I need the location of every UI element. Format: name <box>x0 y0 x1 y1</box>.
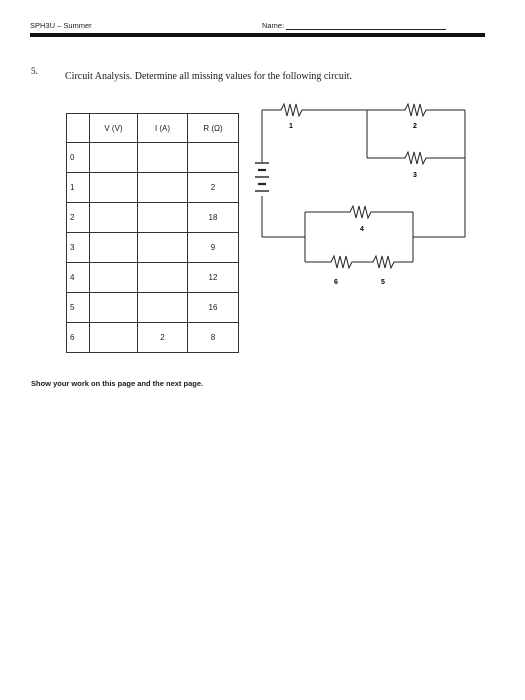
row-id-cell: 2 <box>66 202 90 233</box>
voltage-cell[interactable] <box>89 322 138 353</box>
current-cell[interactable]: 2 <box>137 322 188 353</box>
header-cell-voltage: V (V) <box>89 113 138 143</box>
voltage-cell[interactable] <box>89 142 138 173</box>
name-label: Name: <box>262 21 285 30</box>
question-text: Circuit Analysis. Determine all missing … <box>65 71 352 82</box>
table-header-row: V (V) I (A) R (Ω) <box>66 113 239 143</box>
name-blank-line[interactable] <box>286 21 447 30</box>
resistor-3 <box>367 150 465 166</box>
resistor-label-4: 4 <box>360 226 364 233</box>
resistance-cell[interactable]: 8 <box>187 322 239 353</box>
resistance-cell[interactable] <box>187 142 239 173</box>
resistor-label-5: 5 <box>381 279 385 286</box>
current-cell[interactable] <box>137 262 188 293</box>
row-id-cell: 6 <box>66 322 90 353</box>
name-field: Name: <box>262 21 447 30</box>
question-number: 5. <box>31 66 38 76</box>
voltage-cell[interactable] <box>89 172 138 203</box>
resistor-2 <box>367 102 465 118</box>
row-id-cell: 4 <box>66 262 90 293</box>
resistor-label-1: 1 <box>289 123 293 130</box>
resistor-label-3: 3 <box>413 172 417 179</box>
table-row: 0 <box>66 142 239 173</box>
resistor-label-6: 6 <box>334 279 338 286</box>
resistor-4 <box>305 204 413 220</box>
resistor-1 <box>262 102 367 118</box>
header-rule <box>30 33 485 37</box>
battery <box>255 162 269 192</box>
resistor-label-2: 2 <box>413 123 417 130</box>
resistors-6-and-5 <box>305 254 413 270</box>
course-header: SPH3U – Summer <box>30 21 92 30</box>
work-instruction: Show your work on this page and the next… <box>31 379 204 388</box>
row-id-cell: 0 <box>66 142 90 173</box>
header-cell-current: I (A) <box>137 113 188 143</box>
header-cell-id <box>66 113 90 143</box>
resistance-cell[interactable]: 16 <box>187 292 239 323</box>
